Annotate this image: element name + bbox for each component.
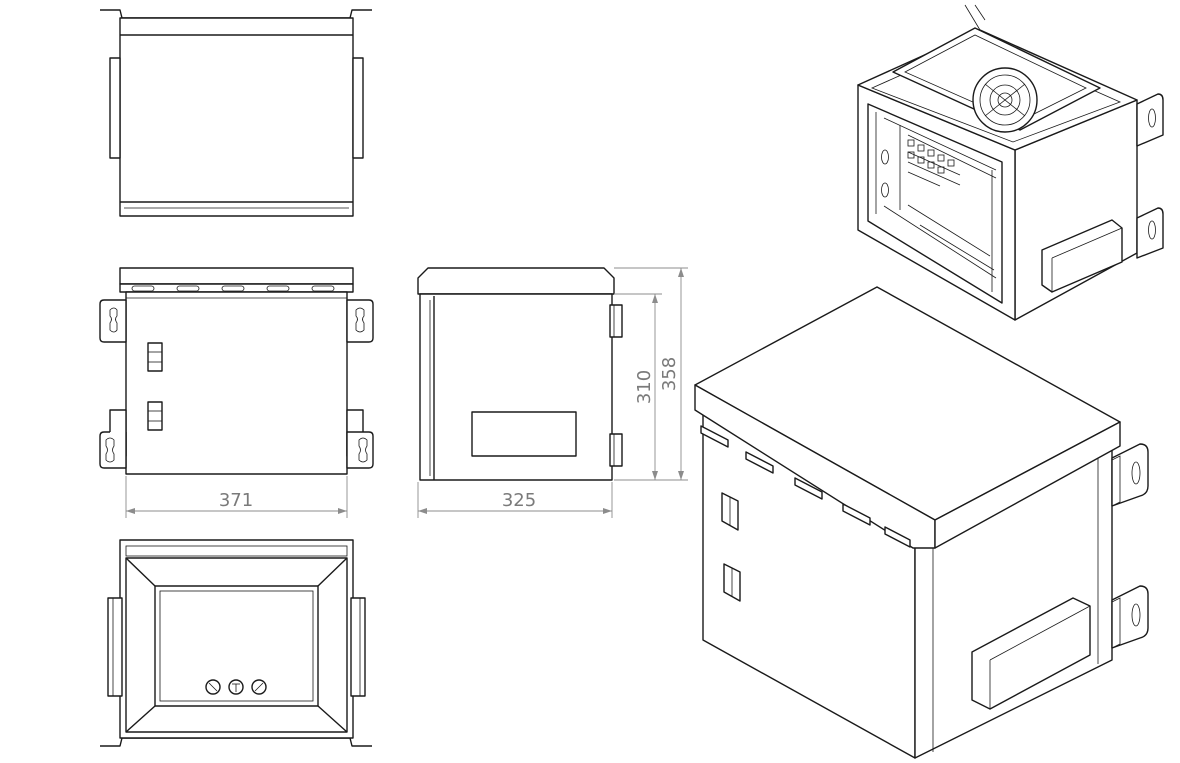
isometric-closed-view [694,286,1149,759]
iso-roof-vent-slots [700,425,911,548]
top-view [100,9,372,217]
cable-glands [205,679,267,695]
side-view: 325 310 358 [417,267,688,518]
dimension-side-depth: 325 [417,482,613,518]
dimension-label-371: 371 [219,490,253,511]
dimension-label-325: 325 [502,490,536,511]
dimension-label-358: 358 [659,357,680,391]
side-hinges [609,304,623,467]
isometric-top-open-view [857,4,1164,321]
bottom-view [100,539,372,747]
mount-bracket-left-upper [99,299,127,343]
iso-mount-bracket-upper [1111,443,1149,507]
rack-ports [907,139,955,174]
mount-bracket-right-upper [346,299,374,343]
dimension-door-height: 310 [614,293,662,481]
dimension-overall-height: 358 [614,267,688,481]
mount-bracket-left-lower [99,409,127,469]
roof-vent-slots [131,285,335,292]
dimension-label-310: 310 [634,370,655,404]
mount-bracket-right-lower [346,409,374,469]
front-view: 371 [99,267,374,518]
dimension-front-width: 371 [125,476,348,518]
iso-mount-bracket-lower [1111,585,1149,649]
